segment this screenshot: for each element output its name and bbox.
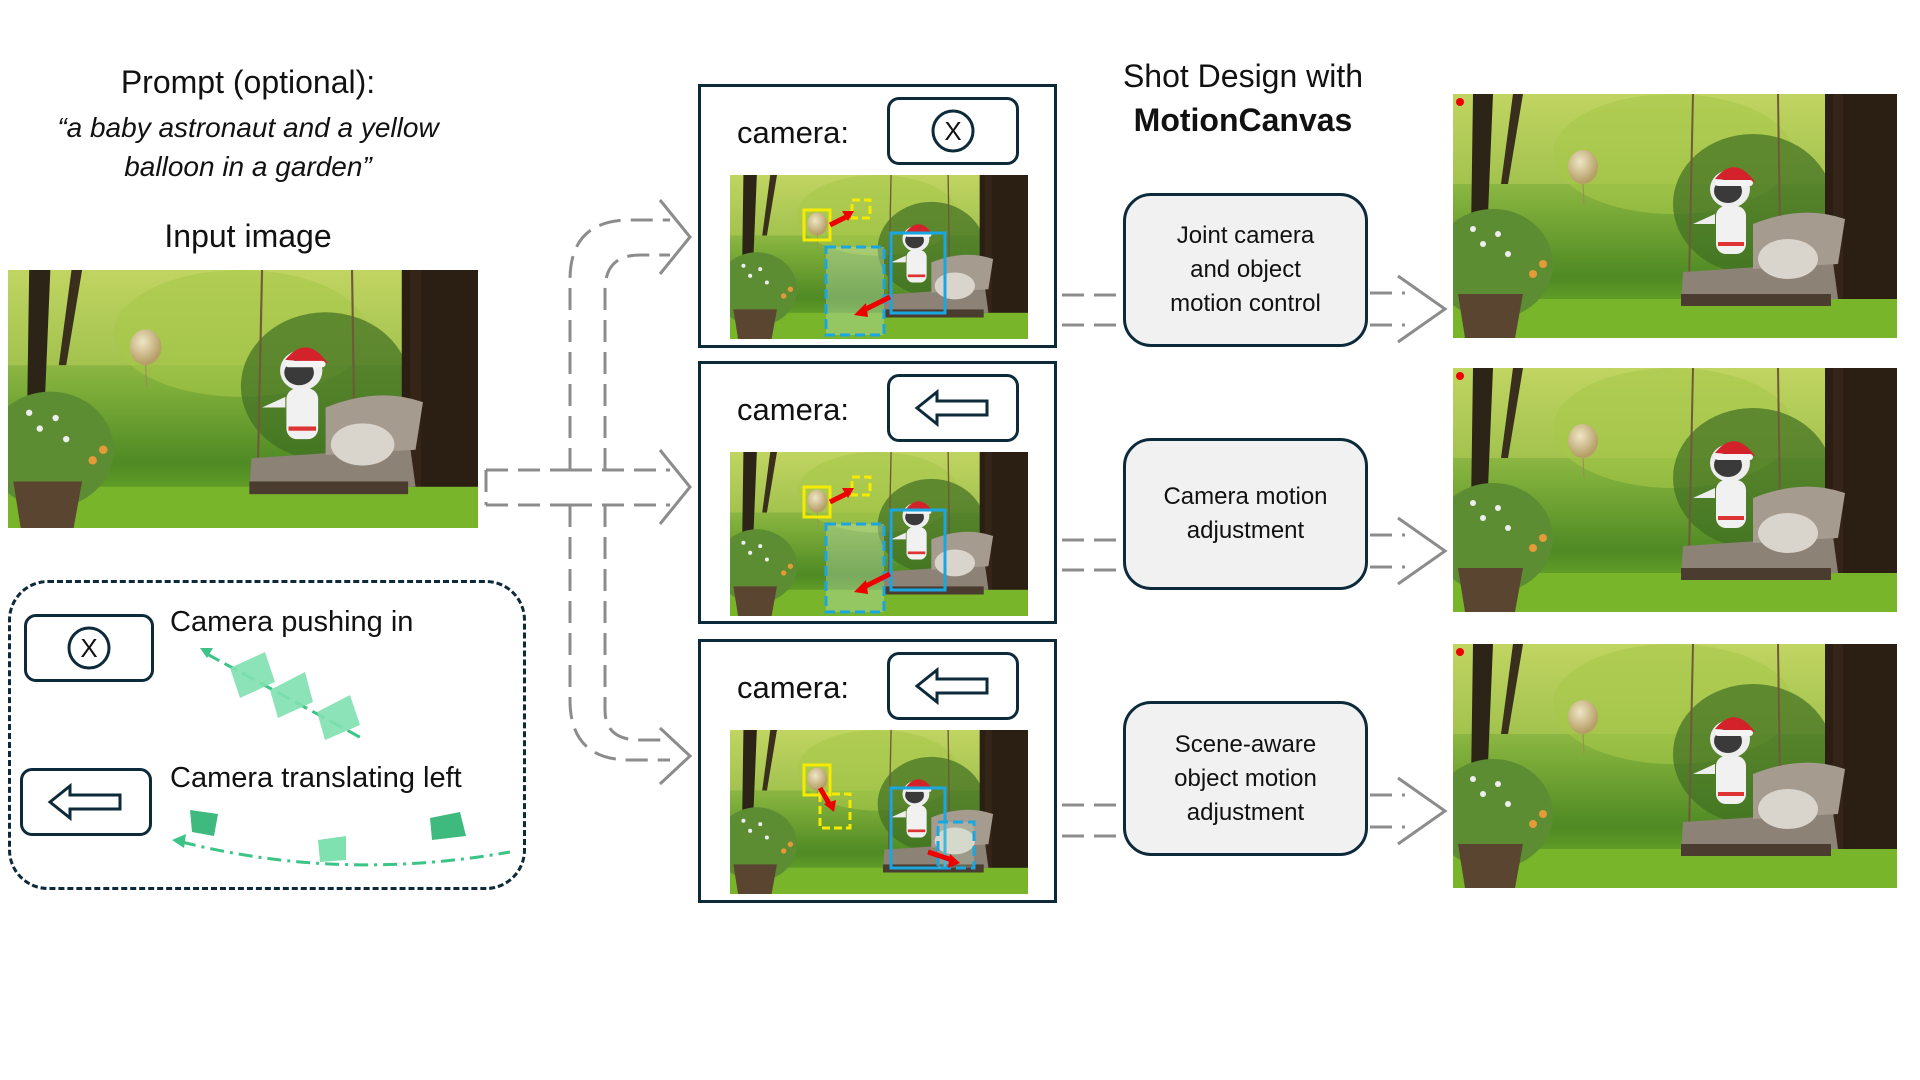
legend-label-push-in: Camera pushing in [170, 606, 414, 638]
legend-push-in-icon-box: X [24, 614, 154, 682]
arrowhead [658, 726, 693, 786]
prompt-text: “a baby astronaut and a yellow balloon i… [0, 108, 496, 186]
object-box-astronaut[interactable] [889, 786, 947, 870]
arrowhead [1397, 516, 1448, 586]
arrowhead [658, 449, 692, 525]
dashed-arrow [1062, 538, 1120, 572]
object-box-astronaut[interactable] [889, 231, 947, 315]
dashed-arrow-down-outer [568, 505, 670, 762]
svg-text:X: X [944, 116, 961, 146]
shot-panel-3: camera: [698, 639, 1057, 903]
camera-motion-selector[interactable]: X [887, 97, 1019, 165]
motion-arrowhead [854, 303, 868, 317]
motion-arrowhead [854, 580, 868, 594]
motion-arrowhead [842, 211, 854, 221]
prompt-line-2: balloon in a garden” [124, 151, 372, 182]
output-video-frame-1 [1453, 94, 1897, 338]
dashed-arrow-down-inner [603, 505, 670, 742]
panel-camera-label: camera: [737, 670, 849, 705]
zoom-in-circle-x-icon: X [67, 626, 111, 670]
target-box-astronaut[interactable] [824, 522, 886, 614]
arrowhead [1397, 274, 1448, 344]
target-box-astronaut[interactable] [824, 245, 886, 337]
motion-arrowhead [842, 488, 854, 498]
motion-arrow [817, 786, 833, 807]
dashed-arrow [1062, 803, 1120, 838]
recording-dot [1456, 98, 1464, 106]
stage-scene-aware-object-adjustment: Scene-aware object motion adjustment [1123, 701, 1368, 856]
stage-text-line: Camera motion [1163, 483, 1328, 510]
stage-text-line: adjustment [1186, 798, 1305, 826]
camera-frustum [430, 812, 466, 840]
prompt-title: Prompt (optional): [120, 64, 376, 100]
trajectory-arrowhead [172, 834, 186, 848]
arrowhead [658, 199, 692, 275]
left-arrow-icon [914, 388, 989, 428]
camera-motion-selector[interactable] [887, 374, 1019, 442]
input-image [8, 270, 478, 528]
camera-frustum [190, 810, 218, 836]
legend-label-translate-left: Camera translating left [170, 762, 462, 794]
left-arrow-icon [914, 666, 989, 706]
object-box-astronaut[interactable] [889, 508, 947, 592]
camera-translate-left-trajectory [172, 810, 511, 867]
motion-arrow [927, 849, 953, 863]
camera-motion-selector[interactable] [887, 652, 1019, 720]
camera-frustum [318, 836, 346, 862]
output-video-frame-3 [1453, 644, 1897, 888]
target-box-balloon[interactable] [850, 475, 872, 497]
panel-scene-image[interactable] [730, 452, 1028, 616]
dashed-arrow [1062, 293, 1120, 327]
shot-panel-2: camera: [698, 361, 1057, 624]
shot-design-title: Shot Design with MotionCanvas [1090, 54, 1396, 142]
method-name: MotionCanvas [1133, 102, 1353, 138]
stage-text-line: and object [1190, 256, 1301, 283]
target-box-astronaut[interactable] [936, 820, 976, 870]
dashed-arrow-middle [570, 468, 670, 507]
motion-arrowhead [824, 800, 836, 812]
camera-frustum [230, 652, 275, 698]
dashed-arrow-up-inner [603, 253, 670, 470]
input-image-label: Input image [164, 218, 332, 254]
target-box-balloon[interactable] [850, 198, 872, 220]
legend-translate-left-icon-box [20, 768, 152, 836]
prompt-line-1: “a baby astronaut and a yellow [57, 112, 439, 143]
dashed-arrow [1370, 793, 1405, 829]
recording-dot [1456, 648, 1464, 656]
stage-text-line: Scene-aware [1174, 730, 1317, 758]
dashed-arrow-up-outer [568, 218, 670, 470]
motion-arrowhead [948, 854, 960, 868]
panel-scene-image[interactable] [730, 730, 1028, 894]
arrowhead [1397, 776, 1448, 846]
shot-design-title-line-1: Shot Design with [1122, 58, 1364, 94]
zoom-in-circle-x-icon: X [931, 109, 975, 153]
dashed-arrow [1370, 291, 1405, 327]
shot-panel-1: camera: X [698, 84, 1057, 348]
stage-text-line: adjustment [1186, 517, 1305, 544]
panel-scene-image[interactable] [730, 175, 1028, 339]
output-video-frame-2 [1453, 368, 1897, 612]
stage-text-line: object motion [1174, 764, 1317, 792]
camera-push-in-trajectory [200, 648, 366, 742]
panel-camera-label: camera: [737, 392, 849, 427]
object-box-balloon[interactable] [802, 763, 832, 797]
camera-frustum [317, 695, 360, 740]
target-box-balloon[interactable] [818, 792, 852, 830]
stage-joint-motion-control: Joint camera and object motion control [1123, 193, 1368, 347]
stage-camera-motion-adjustment: Camera motion adjustment [1123, 438, 1368, 590]
stage-text-line: Joint camera [1176, 222, 1315, 249]
stage-text-line: motion control [1170, 290, 1321, 317]
svg-text:X: X [80, 633, 97, 663]
trajectory-arrowhead [200, 648, 213, 658]
dashed-arrow [1370, 533, 1405, 569]
panel-camera-label: camera: [737, 115, 849, 150]
trajectory-line [181, 840, 511, 867]
recording-dot [1456, 372, 1464, 380]
camera-motion-legend [8, 580, 526, 890]
camera-frustum [270, 672, 313, 718]
left-arrow-icon [47, 782, 122, 822]
dashed-arrow [484, 468, 570, 507]
